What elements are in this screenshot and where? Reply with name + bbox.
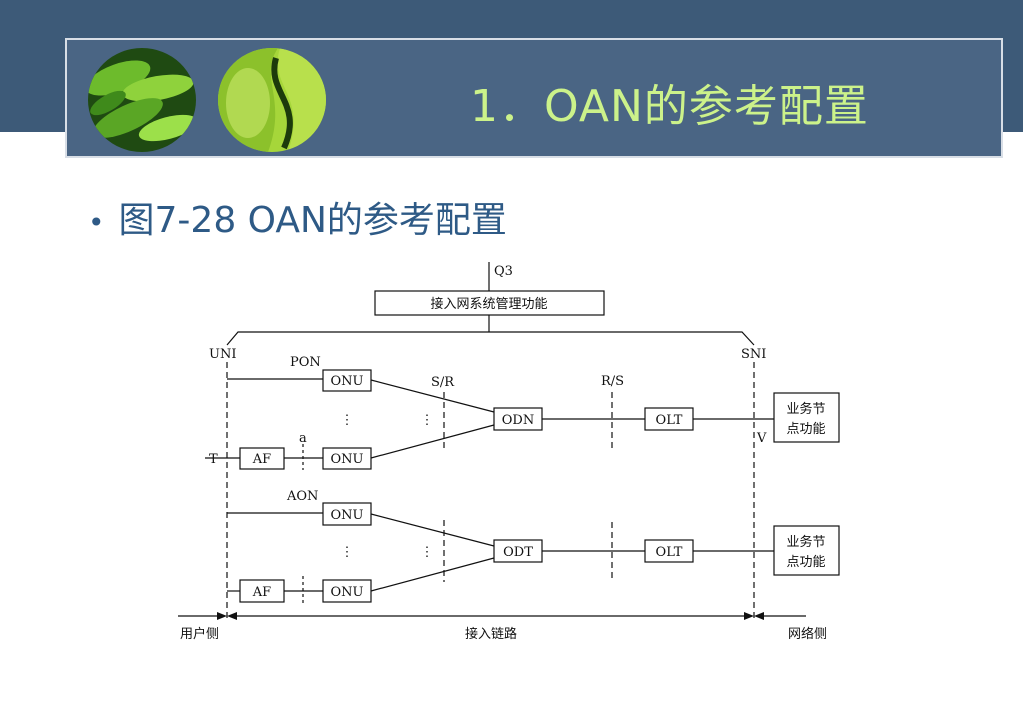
pon-label: PON: [290, 355, 321, 370]
odn-label: ODN: [502, 413, 534, 428]
onu-label-4: ONU: [331, 585, 364, 600]
arrowhead-3: [744, 612, 754, 620]
service-node-line2-b: 点功能: [786, 555, 825, 570]
arrowheads: [217, 612, 764, 620]
af-label-1: AF: [252, 452, 271, 467]
service-node-line1-a: 业务节: [786, 401, 825, 417]
ellipsis-onu-aon: ⋮: [341, 545, 354, 560]
onu-box-2: [322, 447, 372, 470]
onu1-odn-link: [370, 379, 495, 413]
ellipsis-sr-aon: ⋮: [421, 545, 434, 560]
service-node-line1-b: 业务节: [786, 534, 825, 550]
user-side-label: 用户侧: [180, 626, 219, 642]
leaf-image-1: [88, 48, 196, 152]
slide-title: 1．OAN的参考配置: [470, 81, 869, 132]
odt-label: ODT: [503, 545, 533, 560]
onu3-odt-link: [370, 513, 495, 547]
mgmt-label: 接入网系统管理功能: [430, 296, 547, 312]
ellipsis-onu-pon: ⋮: [341, 413, 354, 428]
mgmt-bracket: [226, 331, 755, 346]
af-label-2: AF: [252, 585, 271, 600]
bullet-dot: •: [88, 205, 105, 239]
service-node-box-1: [773, 392, 840, 443]
t-label: T: [209, 452, 218, 467]
uni-label: UNI: [209, 347, 236, 362]
v-label: V: [756, 431, 767, 446]
q3-label: Q3: [494, 264, 513, 279]
onu4-odt-link: [370, 557, 495, 592]
leaf-image-2: [218, 48, 326, 152]
arrowhead-4: [754, 612, 764, 620]
arrowhead-1: [217, 612, 227, 620]
access-link-label: 接入链路: [465, 626, 517, 642]
sni-label: SNI: [741, 347, 766, 362]
bullet-item: • 图7-28 OAN的参考配置: [88, 191, 507, 243]
service-node-box-2: [773, 525, 840, 576]
ellipsis-sr-pon: ⋮: [421, 413, 434, 428]
olt-label-2: OLT: [656, 545, 683, 560]
sr-label: S/R: [431, 375, 455, 390]
aon-label: AON: [286, 489, 318, 504]
onu-label-2: ONU: [331, 452, 364, 467]
service-node-line2-a: 点功能: [786, 422, 825, 437]
olt-label-1: OLT: [656, 413, 683, 428]
network-side-label: 网络侧: [788, 626, 827, 642]
onu-label-1: ONU: [331, 374, 364, 389]
arrowhead-2: [227, 612, 237, 620]
a-label: a: [299, 431, 307, 446]
onu2-odn-link: [370, 424, 495, 459]
bullet-text: 图7-28 OAN的参考配置: [118, 200, 507, 241]
onu-label-3: ONU: [331, 508, 364, 523]
rs-label: R/S: [601, 374, 624, 389]
